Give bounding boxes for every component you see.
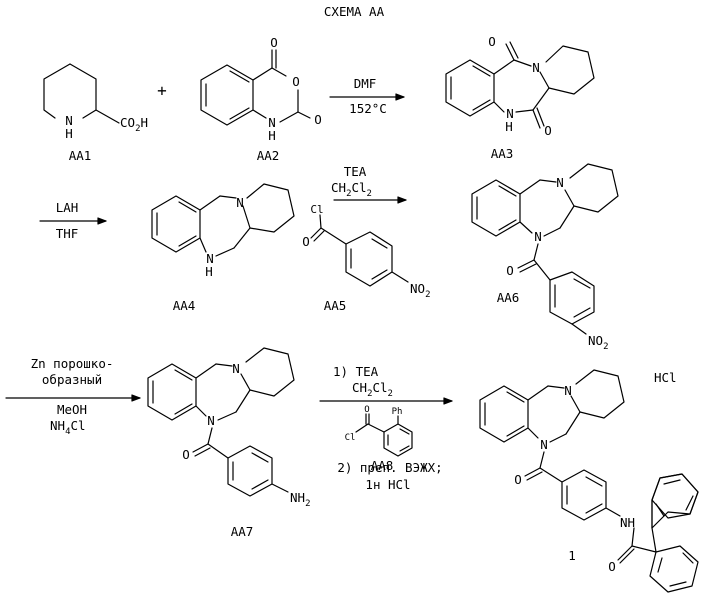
arrow-2-above: LAH [56,200,79,215]
arrow-5-below2: 1н HCl [365,477,410,492]
aa3-n: N [532,60,540,75]
compound-aa4: N N H АА4 [152,184,294,313]
aa2-o3: O [314,112,322,127]
aa2-o2: O [292,74,300,89]
aa3-o2: O [544,123,552,138]
aa2-label: АА2 [257,148,280,163]
scheme-title: СХЕМА АА [324,4,385,19]
aa4-h: H [205,264,213,279]
aa1-acid: CO2H [120,115,148,134]
aa3-h: H [505,119,513,134]
aa8-label: АА8 [371,458,394,473]
compound-aa6: N N O NO2 АА6 [472,164,618,352]
aa7-nh2: NH2 [290,490,310,509]
arrow-4-below2: NH4Cl [50,418,86,437]
aa6-label: АА6 [497,290,520,305]
final-o1: O [514,472,522,487]
arrow-4-above2: образный [42,372,102,387]
aa3-label: АА3 [491,146,514,161]
final-nh: NH [620,515,635,530]
compound-final: N N O NH O HCl 1 [480,370,698,592]
aa4-label: АА4 [173,298,196,313]
arrow-1: DMF 152°C [330,76,404,116]
compound-aa3: O N N H O АА3 [446,34,594,161]
arrow-1-below: 152°C [349,101,387,116]
final-o2: O [608,559,616,574]
aa6-n2: N [534,229,542,244]
final-n2: N [540,437,548,452]
aa1-label: АА1 [69,148,92,163]
arrow-3-above2: CH2Cl2 [331,180,372,199]
aa8-cl: Cl [345,433,356,443]
aa5-label: АА5 [324,298,347,313]
arrow-3-above1: TEA [344,164,367,179]
compound-aa1: N H CO2H АА1 [44,64,148,163]
arrow-4-below1: MeOH [57,402,87,417]
final-salt: HCl [654,370,677,385]
arrow-2: LAH THF [40,200,106,241]
aa5-cl: Cl [310,203,323,216]
aa4-n: N [236,195,244,210]
arrow-5-above2: CH2Cl2 [352,380,393,399]
aa6-n1: N [556,175,564,190]
aa3-o1: O [488,34,496,49]
final-label: 1 [568,548,576,563]
aa2-o1: O [270,35,278,50]
aa7-n2: N [207,413,215,428]
aa1-h: H [65,126,73,141]
aa7-label: АА7 [231,524,254,539]
arrow-5-above1: 1) TEA [333,364,379,379]
arrow-3: TEA CH2Cl2 [331,164,406,203]
aa2-h: H [268,128,276,143]
compound-aa5: Cl O NO2 АА5 [302,203,430,313]
plus-sign: + [157,81,167,100]
aa8-ph: Ph [392,407,403,417]
arrow-1-above: DMF [354,76,377,91]
compound-aa2: O O O N H АА2 [201,35,322,163]
arrow-4-above1: Zn порошко- [31,356,114,371]
aa8-o: O [364,405,369,415]
aa7-n1: N [232,361,240,376]
compound-aa7: N N O NH2 АА7 [148,348,310,539]
aa5-o: O [302,234,310,249]
final-n1: N [564,383,572,398]
aa6-o: O [506,263,514,278]
arrow-2-below: THF [56,226,79,241]
aa7-o: O [182,447,190,462]
aa6-no2: NO2 [588,333,608,352]
aa5-no2: NO2 [410,281,430,300]
arrow-4: Zn порошко- образный MeOH NH4Cl [6,356,140,437]
